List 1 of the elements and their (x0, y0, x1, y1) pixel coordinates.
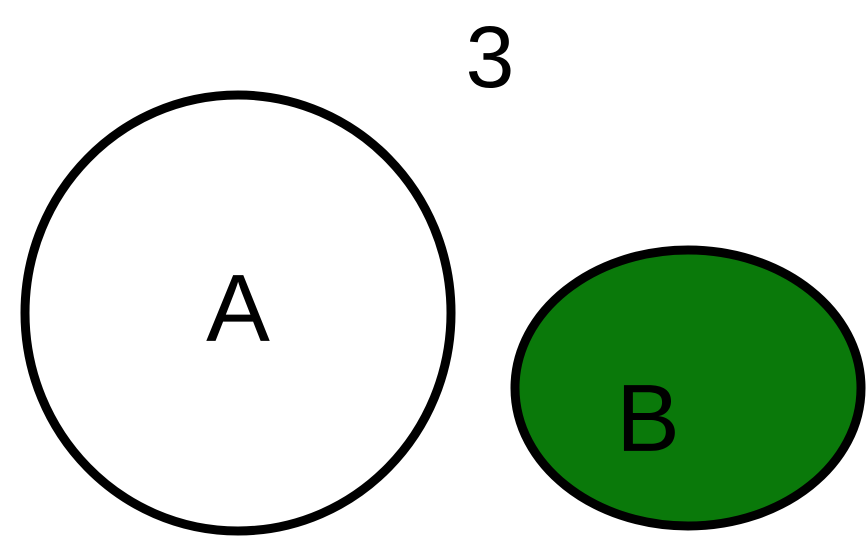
label: 3 (468, 26, 511, 88)
